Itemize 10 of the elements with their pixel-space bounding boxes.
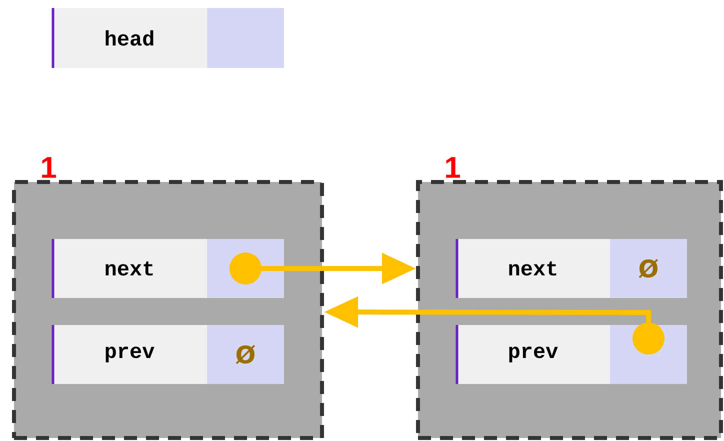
field-label-cell: head bbox=[52, 8, 207, 68]
field-label-cell: next bbox=[52, 239, 207, 298]
pointer-cell: Ø bbox=[207, 325, 284, 384]
field-label-cell: next bbox=[456, 239, 610, 298]
pointer-cell bbox=[207, 8, 284, 68]
field-label-cell: prev bbox=[52, 325, 207, 384]
field-label-cell: prev bbox=[456, 325, 610, 384]
pointer-cell: Ø bbox=[610, 239, 687, 298]
number-label: 1 bbox=[446, 157, 460, 178]
number-label: 1 bbox=[42, 157, 56, 178]
